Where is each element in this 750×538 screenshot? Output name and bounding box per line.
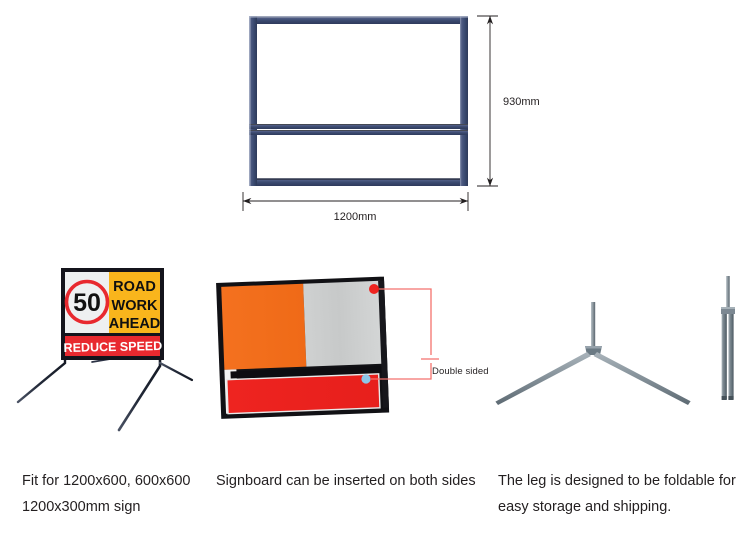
sign-legs — [16, 356, 194, 432]
orange-panel — [221, 283, 307, 370]
message-line-1: ROAD — [113, 279, 156, 295]
assembled-road-sign-photo: 50 ROAD WORK AHEAD REDUCE SPEED — [14, 262, 204, 462]
speed-limit-value: 50 — [73, 289, 101, 317]
bottom-side-marker-dot — [361, 374, 371, 384]
reduce-speed-banner — [65, 336, 160, 356]
speed-limit-roundel — [64, 279, 110, 325]
caption-foldable-leg: The leg is designed to be foldable for e… — [498, 473, 736, 515]
foldable-leg-photo — [490, 262, 745, 462]
message-line-2: WORK — [112, 298, 158, 314]
grey-panel — [303, 280, 384, 367]
caption-sign-fitment: Fit for 1200x600, 600x600 1200x300mm sig… — [22, 473, 191, 515]
leg-folded-state — [721, 276, 735, 400]
message-line-3: AHEAD — [109, 316, 161, 332]
reduce-speed-text: REDUCE SPEED — [63, 339, 162, 355]
red-panel — [226, 373, 380, 414]
insert-slot — [230, 365, 383, 379]
sign-frame-dimension-drawing: 930mm 1200mm — [0, 0, 750, 240]
signboard-insert-photo — [208, 262, 488, 462]
double-sided-leader-lines — [371, 288, 439, 380]
width-dimension-label: 1200mm — [334, 211, 377, 223]
caption-signboard-insert: Signboard can be inserted on both sides — [216, 473, 476, 489]
top-side-marker-dot — [369, 284, 379, 294]
height-dimension-label: 930mm — [503, 96, 540, 108]
sign-board: 50 ROAD WORK AHEAD REDUCE SPEED — [61, 268, 164, 360]
double-sided-callout-label: Double sided — [432, 366, 489, 377]
message-panel — [109, 272, 160, 334]
leg-open-state — [495, 302, 691, 405]
